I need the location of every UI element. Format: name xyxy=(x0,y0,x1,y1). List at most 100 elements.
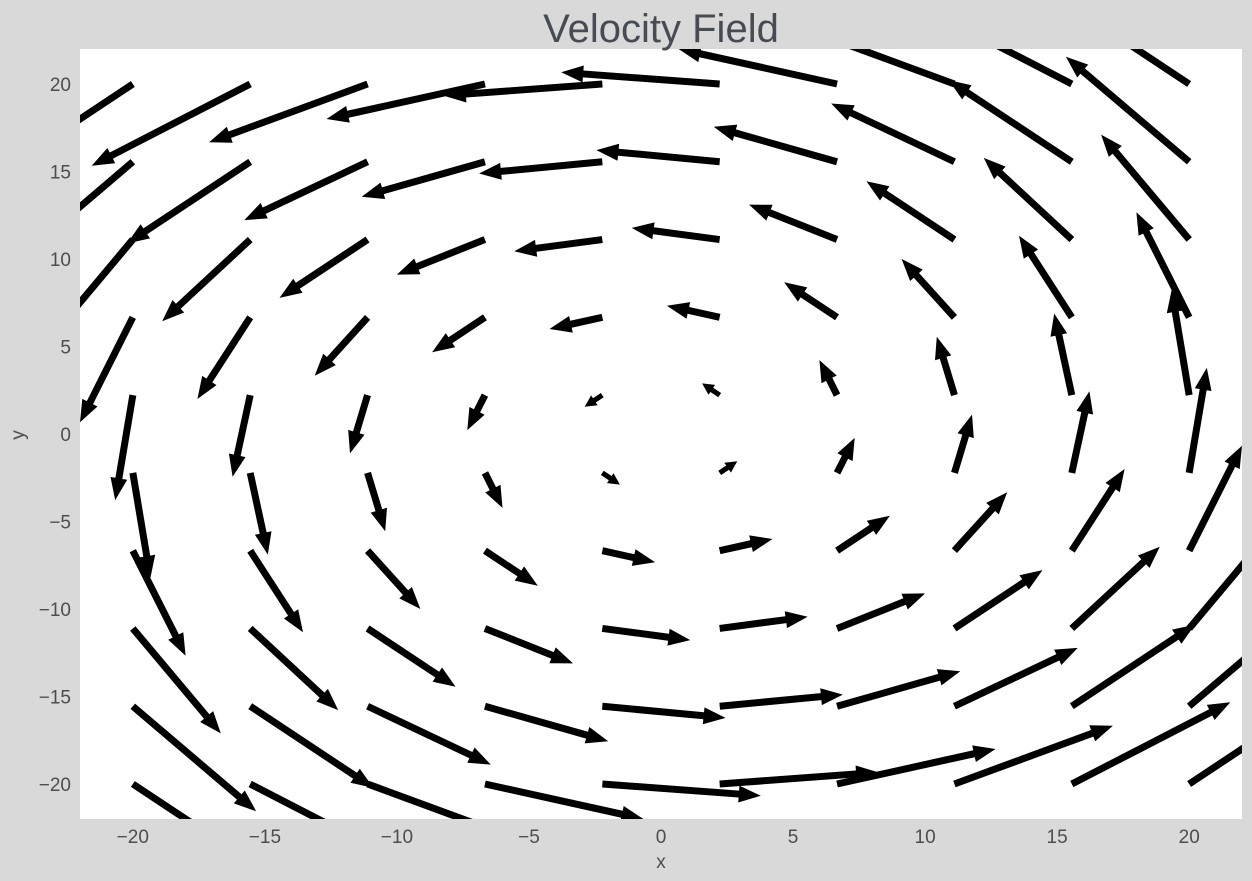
arrow xyxy=(1136,212,1193,319)
arrow xyxy=(467,393,489,431)
arrow xyxy=(819,360,841,397)
arrow xyxy=(80,159,136,212)
arrow xyxy=(749,204,839,243)
arrow xyxy=(365,548,421,609)
arrow xyxy=(866,181,957,243)
arrow xyxy=(836,745,996,788)
arrow xyxy=(951,492,1008,553)
arrow xyxy=(127,158,253,244)
arrow xyxy=(326,80,486,123)
arrow xyxy=(1019,235,1075,320)
arrow xyxy=(631,222,721,243)
arrow xyxy=(1065,56,1192,165)
arrow xyxy=(849,49,956,88)
arrow xyxy=(835,515,890,554)
arrow xyxy=(784,282,839,321)
arrow xyxy=(1068,469,1125,553)
arrow xyxy=(833,437,855,475)
arrow xyxy=(602,702,726,725)
arrow xyxy=(1186,445,1242,553)
x-tick-label: −10 xyxy=(381,827,413,848)
arrow xyxy=(432,314,487,353)
x-tick-label: 5 xyxy=(788,827,799,848)
arrow xyxy=(1129,49,1192,87)
x-tick-label: −5 xyxy=(518,827,540,848)
x-tick-label: −15 xyxy=(249,827,281,848)
arrow xyxy=(80,81,135,124)
arrow xyxy=(443,80,603,103)
arrow xyxy=(247,625,339,711)
y-tick-label: −15 xyxy=(39,688,71,709)
arrow xyxy=(197,315,254,399)
arrow xyxy=(901,259,957,320)
arrow xyxy=(983,157,1075,243)
arrow xyxy=(314,315,371,376)
arrow xyxy=(483,625,573,664)
y-tick-label: 0 xyxy=(60,425,71,446)
arrow xyxy=(248,780,326,819)
arrow xyxy=(348,394,371,454)
arrow xyxy=(479,158,603,180)
arrow xyxy=(361,158,486,199)
arrow xyxy=(484,702,609,744)
arrow xyxy=(1166,290,1193,396)
plot-area xyxy=(80,49,1242,819)
arrow xyxy=(953,725,1113,788)
arrow xyxy=(602,780,761,803)
x-tick-label: 10 xyxy=(915,827,936,848)
y-tick-label: −10 xyxy=(39,600,71,621)
arrow xyxy=(396,236,487,275)
arrow xyxy=(1187,744,1242,787)
arrow xyxy=(366,780,473,819)
arrow xyxy=(481,471,503,508)
arrow xyxy=(248,703,374,788)
arrow xyxy=(1101,134,1192,242)
y-axis-label: y xyxy=(8,430,29,440)
x-tick-label: 0 xyxy=(656,827,667,848)
arrow xyxy=(162,237,253,322)
arrow xyxy=(209,80,369,143)
arrow xyxy=(719,765,879,788)
arrow xyxy=(678,49,838,88)
chart-title: Velocity Field xyxy=(543,7,779,51)
arrow xyxy=(935,336,958,397)
arrow xyxy=(835,593,926,632)
arrow xyxy=(584,393,604,407)
arrow xyxy=(1068,391,1094,474)
arrow xyxy=(561,65,720,88)
arrow xyxy=(702,383,722,398)
arrow xyxy=(596,143,720,166)
arrow xyxy=(1070,702,1231,788)
arrow xyxy=(948,80,1074,165)
y-tick-label: 10 xyxy=(50,250,71,271)
arrow xyxy=(110,394,137,501)
arrow xyxy=(80,315,136,423)
arrow xyxy=(951,414,974,474)
y-tick-label: 20 xyxy=(50,75,71,96)
arrow xyxy=(1186,560,1242,631)
arrow xyxy=(1069,546,1160,631)
arrow xyxy=(831,103,956,165)
x-axis-label: x xyxy=(656,852,666,873)
arrow xyxy=(484,780,644,819)
arrow xyxy=(1050,313,1076,396)
arrow xyxy=(600,470,620,485)
x-tick-label: −20 xyxy=(117,827,149,848)
arrow xyxy=(130,781,193,819)
arrow xyxy=(718,461,738,475)
y-tick-label: 5 xyxy=(60,338,71,359)
arrow xyxy=(80,237,136,309)
arrow xyxy=(549,313,604,333)
arrow xyxy=(514,236,603,257)
arrow xyxy=(718,535,773,555)
arrow xyxy=(129,472,156,578)
arrow xyxy=(666,302,721,321)
arrow xyxy=(365,625,456,687)
arrow xyxy=(129,549,186,656)
x-tick-label: 15 xyxy=(1047,827,1068,848)
arrow xyxy=(279,236,370,298)
arrow xyxy=(130,626,221,734)
arrow xyxy=(601,547,656,566)
